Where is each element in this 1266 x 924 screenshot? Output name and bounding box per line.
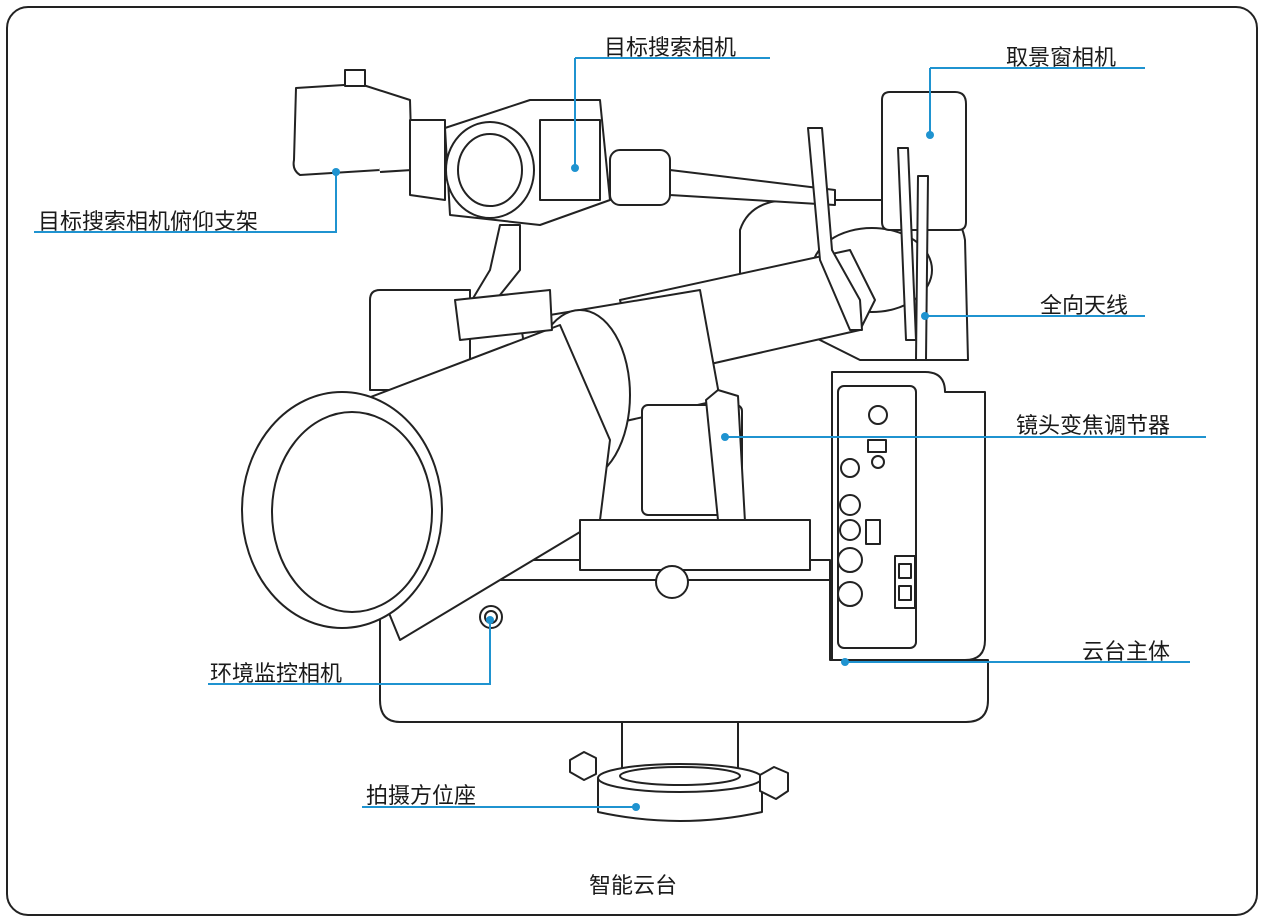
leader-lines [34, 57, 1206, 808]
leader-search-camera [574, 57, 770, 168]
zoom-adjuster-drawing [579, 389, 811, 599]
label-lens-zoom-adjuster: 镜头变焦调节器 [1016, 414, 1171, 439]
label-search-camera: 目标搜索相机 [604, 36, 737, 61]
figure-caption: 智能云台 [588, 874, 677, 899]
label-omni-antenna: 全向天线 [1040, 294, 1129, 319]
tilt-bracket-drawing [292, 69, 553, 341]
leader-env-camera [208, 620, 491, 685]
label-viewfinder-camera: 取景窗相机 [1006, 46, 1117, 71]
gimbal-body-drawing [379, 371, 989, 723]
diagram-frame [6, 6, 1258, 916]
label-search-camera-tilt-bracket: 目标搜索相机俯仰支架 [38, 210, 259, 235]
label-shooting-azimuth-base: 拍摄方位座 [366, 784, 477, 809]
search-camera-drawing [444, 99, 836, 226]
label-gimbal-body: 云台主体 [1082, 640, 1171, 665]
lens-arm-drawing [807, 127, 863, 331]
telephoto-lens-drawing [241, 249, 876, 641]
leader-tilt-bracket [34, 172, 337, 233]
label-env-monitor-camera: 环境监控相机 [210, 662, 343, 687]
leader-viewfinder-camera [929, 67, 1145, 135]
leader-dots [332, 131, 934, 811]
rear-block-drawing [369, 289, 471, 391]
